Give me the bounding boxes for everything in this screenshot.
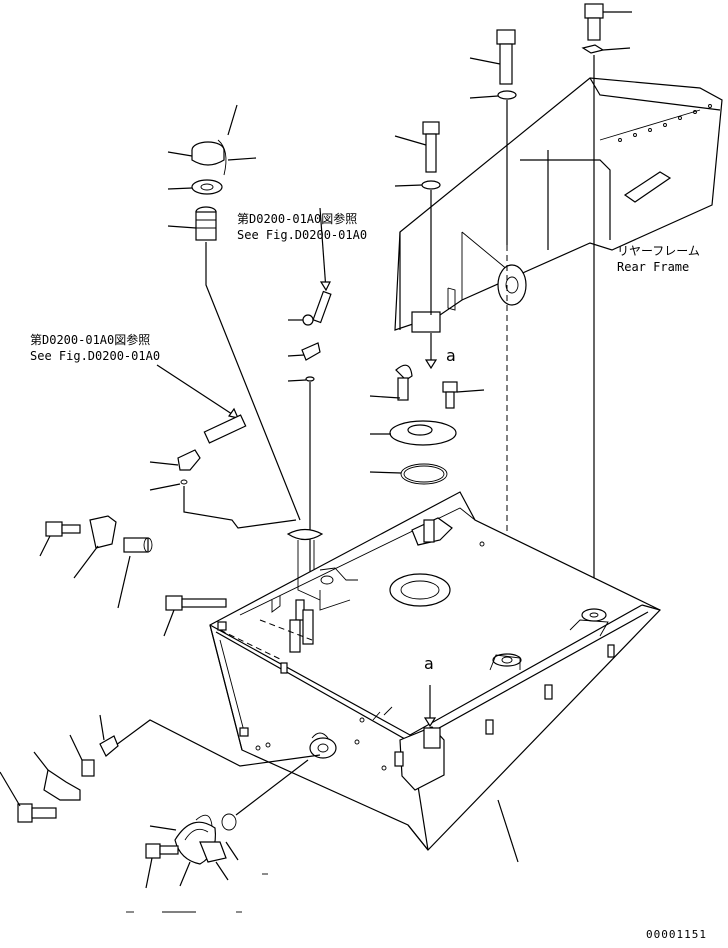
frame-bolt-3 — [394, 121, 441, 190]
rear-frame-label-en: Rear Frame — [617, 260, 690, 274]
ref-label-1-en: See Fig.D0200-01A0 — [237, 228, 368, 242]
drain-line — [0, 714, 321, 823]
filler-cap-assembly — [167, 104, 257, 241]
inspection-cover — [126, 759, 309, 913]
detail-mark-a-top: a — [446, 346, 456, 365]
frame-bolt-1 — [581, 3, 632, 54]
drawing-number: 00001151 — [646, 928, 707, 941]
detail-mark-a-bottom: a — [424, 654, 434, 673]
ref-leader-1 — [319, 207, 327, 291]
rear-frame — [394, 77, 723, 333]
rear-frame-label-jp: リヤーフレーム — [617, 244, 700, 258]
ref-label-1-jp: 第D0200-01A0図参照 — [237, 212, 358, 226]
tank-leader — [497, 799, 519, 863]
filler-leader — [205, 242, 301, 521]
flange-stack — [369, 364, 485, 485]
frame-bolt-holes — [618, 104, 712, 142]
ref-label-2-jp: 第D0200-01A0図参照 — [30, 333, 151, 347]
frame-bolt-2 — [469, 29, 517, 100]
hose-fittings-center — [287, 207, 332, 620]
ref-label-2-en: See Fig.D0200-01A0 — [30, 349, 161, 363]
fuel-tank — [209, 491, 662, 851]
left-clamp-parts — [39, 515, 227, 637]
hose-elbow-left — [149, 364, 297, 529]
